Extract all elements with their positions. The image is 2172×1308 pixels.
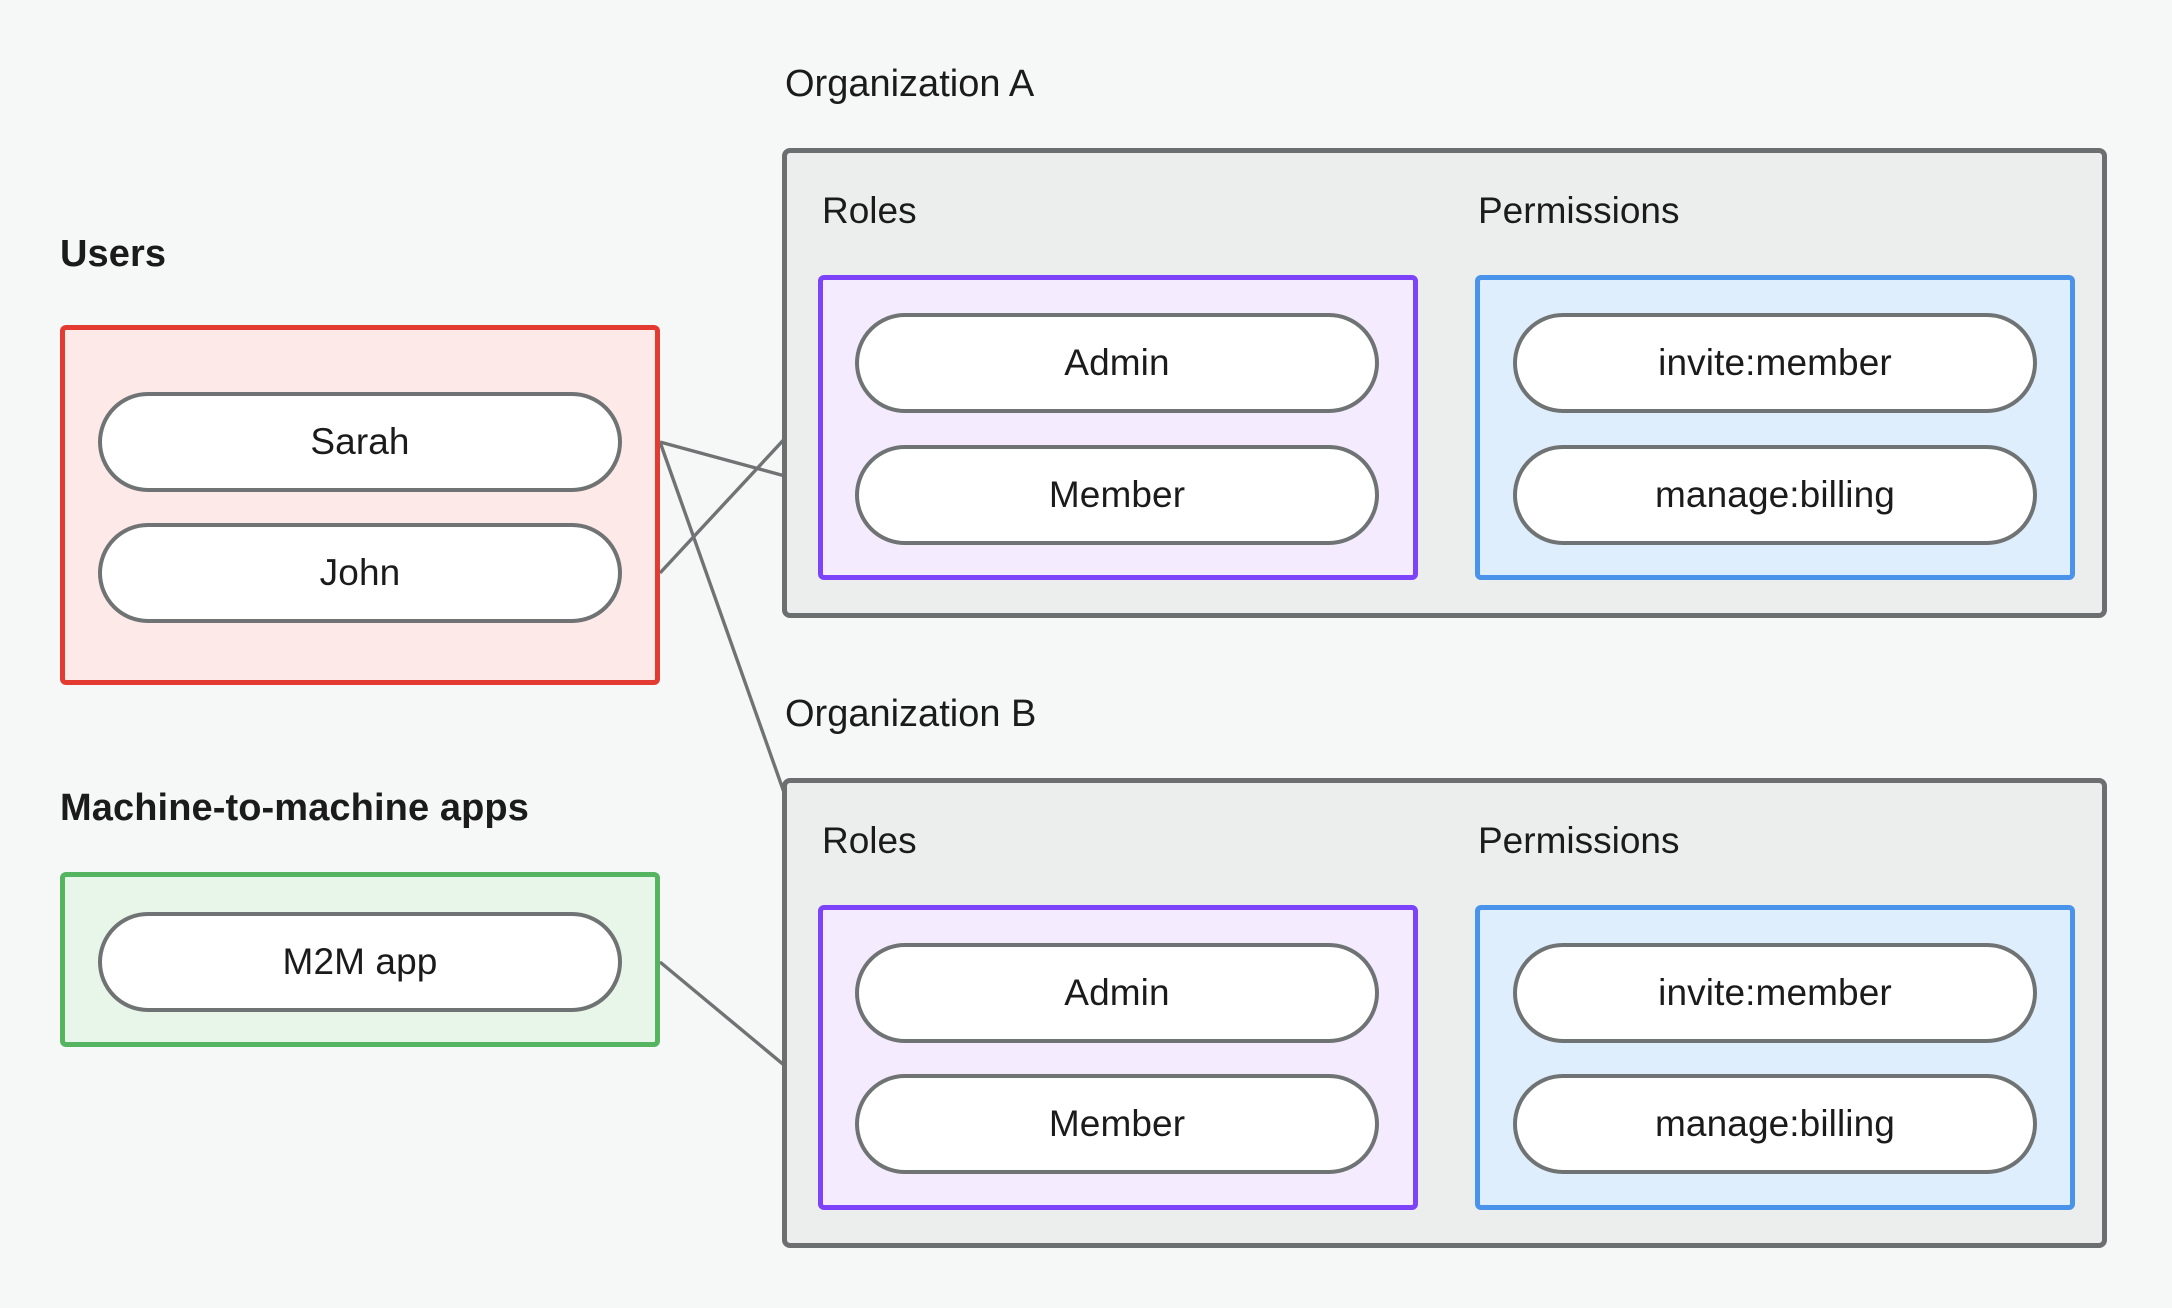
organization-a-caption: Organization A bbox=[785, 63, 1035, 105]
users-caption: Users bbox=[60, 233, 167, 275]
user-pill-john-label: John bbox=[319, 552, 401, 593]
organization-a-permission-pill-invite-member-label: invite:member bbox=[1658, 342, 1892, 383]
user-pill-sarah[interactable]: Sarah bbox=[98, 392, 622, 492]
machine-apps-caption: Machine-to-machine apps bbox=[60, 787, 529, 829]
organization-b-caption: Organization B bbox=[785, 693, 1037, 735]
organization-b-permissions-title: Permissions bbox=[1478, 820, 1680, 861]
organization-a-role-pill-admin-label: Admin bbox=[1064, 342, 1170, 383]
organization-b-permission-pill-manage-billing[interactable]: manage:billing bbox=[1513, 1074, 2037, 1174]
m2m-app-pill[interactable]: M2M app bbox=[98, 912, 622, 1012]
user-pill-sarah-label: Sarah bbox=[310, 421, 410, 462]
organization-b-roles-title: Roles bbox=[822, 820, 917, 861]
organization-a-permissions-title: Permissions bbox=[1478, 190, 1680, 231]
organization-b-role-pill-member-label: Member bbox=[1048, 1103, 1186, 1144]
organization-a-permission-pill-manage-billing[interactable]: manage:billing bbox=[1513, 445, 2037, 545]
m2m-app-pill-label: M2M app bbox=[282, 941, 438, 982]
organization-a-permission-pill-manage-billing-label: manage:billing bbox=[1654, 474, 1895, 515]
user-pill-john[interactable]: John bbox=[98, 523, 622, 623]
organization-b-permission-pill-manage-billing-label: manage:billing bbox=[1654, 1103, 1895, 1144]
organization-a-permission-pill-invite-member[interactable]: invite:member bbox=[1513, 313, 2037, 413]
organization-b-role-pill-member[interactable]: Member bbox=[855, 1074, 1379, 1174]
organization-b-role-pill-admin[interactable]: Admin bbox=[855, 943, 1379, 1043]
organization-a-role-pill-admin[interactable]: Admin bbox=[855, 313, 1379, 413]
organization-a-role-pill-member-label: Member bbox=[1048, 474, 1186, 515]
organization-b-role-pill-admin-label: Admin bbox=[1064, 972, 1170, 1013]
organization-a-roles-title: Roles bbox=[822, 190, 917, 231]
organization-b-permission-pill-invite-member[interactable]: invite:member bbox=[1513, 943, 2037, 1043]
organization-b-permission-pill-invite-member-label: invite:member bbox=[1658, 972, 1892, 1013]
users-group-box bbox=[60, 325, 660, 685]
organization-a-role-pill-member[interactable]: Member bbox=[855, 445, 1379, 545]
